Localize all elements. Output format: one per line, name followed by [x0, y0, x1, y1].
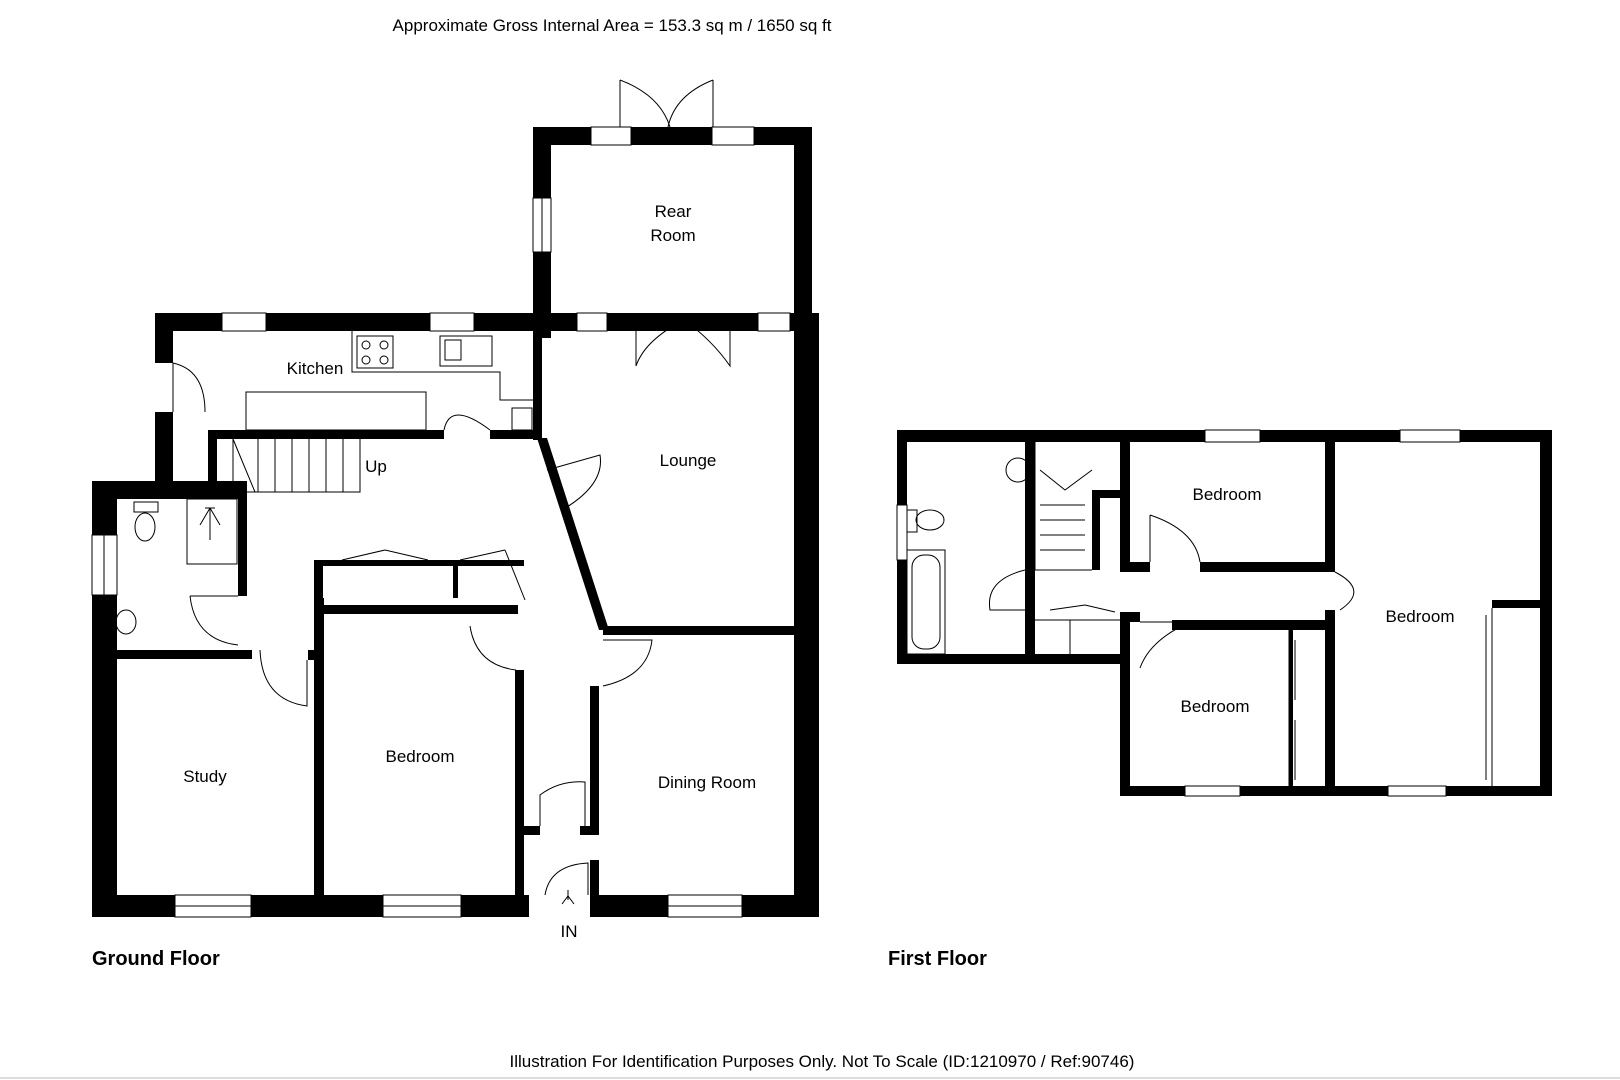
first-floor-bedroom-top-label: Bedroom [1193, 485, 1262, 504]
lounge-label: Lounge [660, 451, 717, 470]
dining-room-label: Dining Room [658, 773, 756, 792]
ground-floor-windows [91, 126, 791, 918]
study-label: Study [183, 767, 227, 786]
stairs-up-label: Up [365, 457, 387, 476]
first-floor-windows [896, 429, 1461, 797]
first-floor-bedroom-small-label: Bedroom [1181, 697, 1250, 716]
ground-floor-walls [92, 127, 819, 917]
entrance-label: IN [561, 922, 578, 941]
ground-floor-labels: Rear Room Kitchen Lounge Up Study Bedroo… [183, 202, 756, 941]
first-floor-title: First Floor [888, 948, 987, 970]
ground-floor-title: Ground Floor [92, 948, 220, 970]
ground-floor-fixtures [115, 79, 731, 905]
first-floor-labels: Bedroom Bedroom Bedroom [1181, 485, 1455, 716]
ground-bedroom-label: Bedroom [386, 747, 455, 766]
gross-area-caption: Approximate Gross Internal Area = 153.3 … [393, 16, 832, 35]
first-floor-bedroom-large-label: Bedroom [1386, 607, 1455, 626]
rear-room-label-line1: Rear [655, 202, 692, 221]
kitchen-label: Kitchen [287, 359, 344, 378]
rear-room-label-line2: Room [650, 226, 695, 245]
first-floor-fixtures [906, 442, 1493, 786]
disclaimer-caption: Illustration For Identification Purposes… [510, 1052, 1135, 1071]
